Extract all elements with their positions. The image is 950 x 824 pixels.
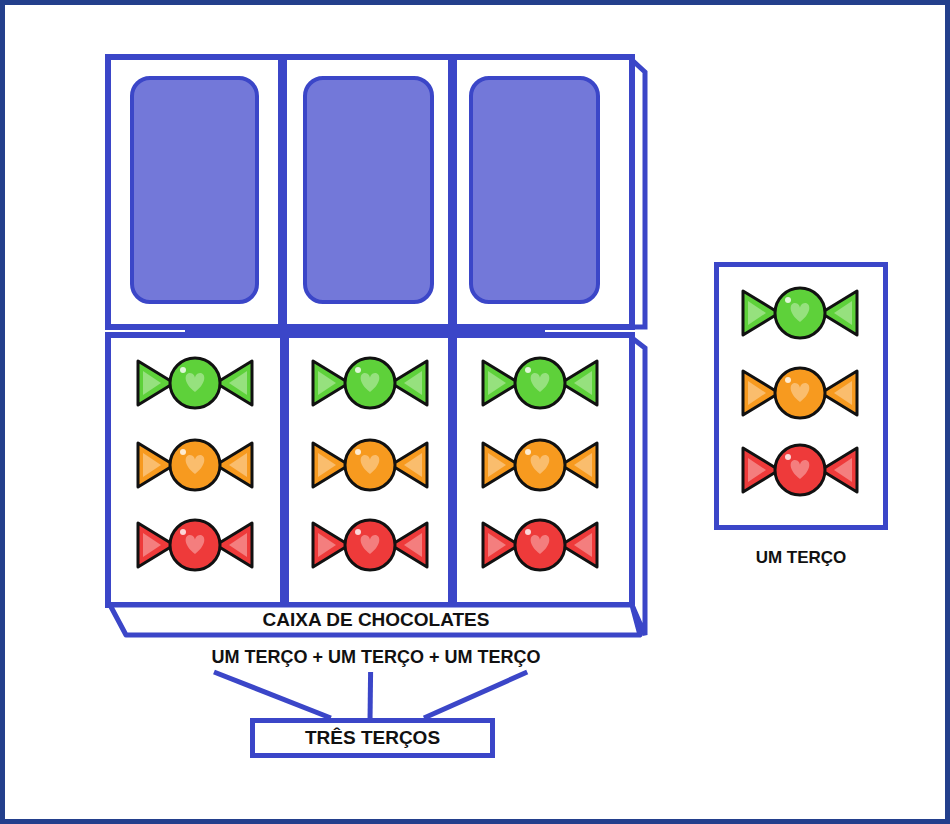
one-third-box: UM TERÇO xyxy=(714,262,888,530)
chocolate-box: CAIXA DE CHOCOLATES UM TERÇO + UM TERÇO +… xyxy=(106,55,646,672)
connector-line xyxy=(424,672,527,718)
fraction-label: TRÊS TERÇOS xyxy=(255,723,490,753)
connector-line xyxy=(214,672,331,718)
box-label: CAIXA DE CHOCOLATES xyxy=(106,609,646,631)
connector-line xyxy=(368,672,374,718)
sum-label: UM TERÇO + UM TERÇO + UM TERÇO xyxy=(106,646,646,668)
three-thirds-box: TRÊS TERÇOS xyxy=(250,718,495,758)
fraction-label: UM TERÇO xyxy=(694,547,908,569)
